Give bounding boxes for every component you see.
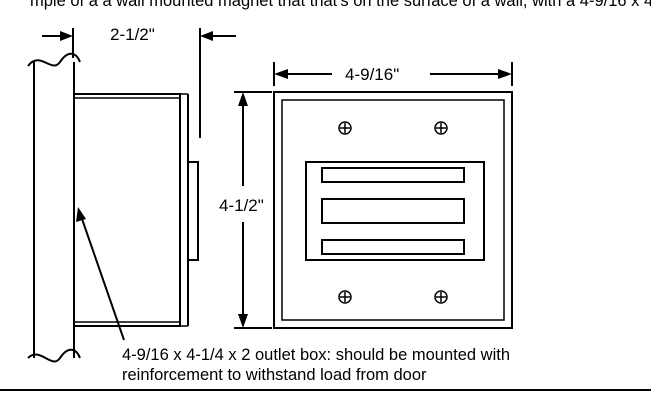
screw-icon xyxy=(338,121,352,135)
magnet-window xyxy=(305,161,485,261)
note-line-1: 4-9/16 x 4-1/4 x 2 outlet box: should be… xyxy=(122,346,510,364)
screw-icon xyxy=(338,290,352,304)
cover-plate-inner xyxy=(281,99,505,321)
note-line-2: reinforcement to withstand load from doo… xyxy=(122,366,427,384)
height-label: 4-1/2" xyxy=(219,196,264,215)
height-dimension: 4-1/2" xyxy=(219,91,272,329)
front-view: 4-9/16" 4-1/2" xyxy=(219,62,513,329)
wall-section xyxy=(27,52,81,363)
width-dimension: 4-9/16" xyxy=(273,62,513,86)
depth-dimension: 2-1/2" xyxy=(42,25,236,138)
leader-arrow xyxy=(76,207,125,341)
screw-icon xyxy=(434,121,448,135)
magnet-slot xyxy=(321,198,465,224)
magnet-slot xyxy=(321,167,465,183)
depth-label: 2-1/2" xyxy=(110,25,155,44)
header-partial-text: mple of a a wall mounted magnet that tha… xyxy=(30,0,651,10)
magnet-housing xyxy=(73,93,181,327)
screw-icon xyxy=(434,290,448,304)
magnet-face-plate xyxy=(187,161,199,261)
width-label: 4-9/16" xyxy=(345,65,399,84)
side-view: 2-1/2" xyxy=(27,25,236,363)
cover-plate-outer xyxy=(273,91,513,329)
magnet-slot xyxy=(321,239,465,255)
